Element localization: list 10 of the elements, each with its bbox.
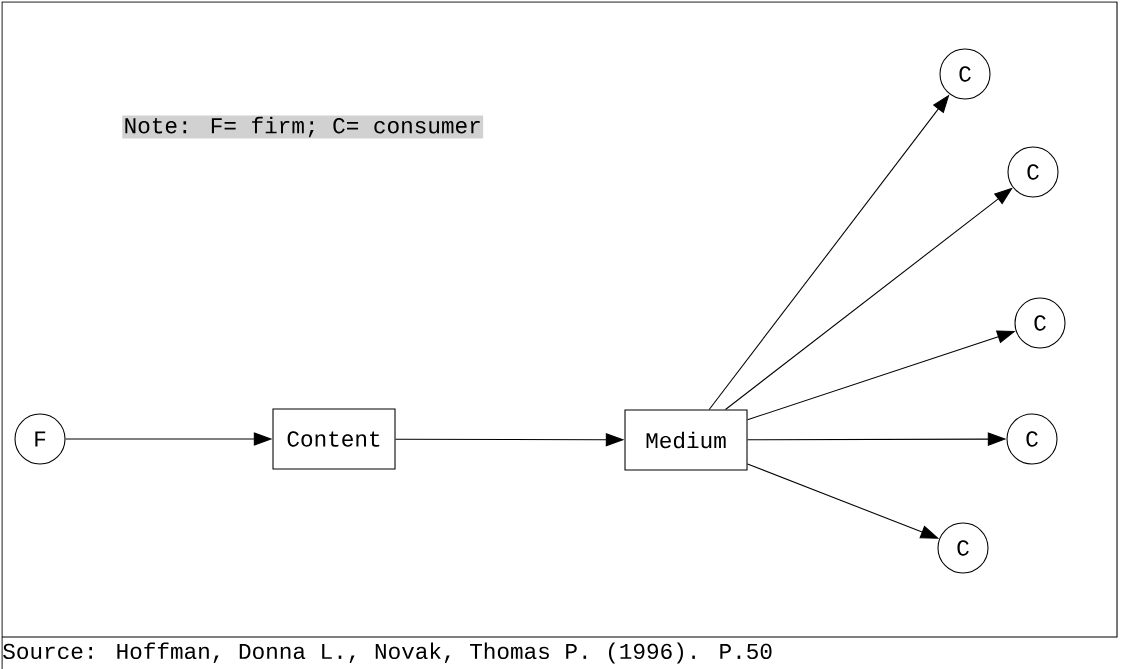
process-box: Medium: [624, 409, 748, 471]
circle-node: C: [1006, 413, 1058, 465]
circle-node: C: [937, 522, 989, 574]
circle-node: F: [14, 413, 66, 465]
circle-node: C: [939, 48, 991, 100]
caption: Source: Hoffman, Donna L., Novak, Thomas P. (1996). P.50: [3, 642, 772, 664]
circle-node: C: [1007, 146, 1059, 198]
circle-node: C: [1014, 297, 1066, 349]
note: Note: F= firm; C= consumer: [122, 115, 484, 139]
process-box: Content: [272, 408, 396, 470]
